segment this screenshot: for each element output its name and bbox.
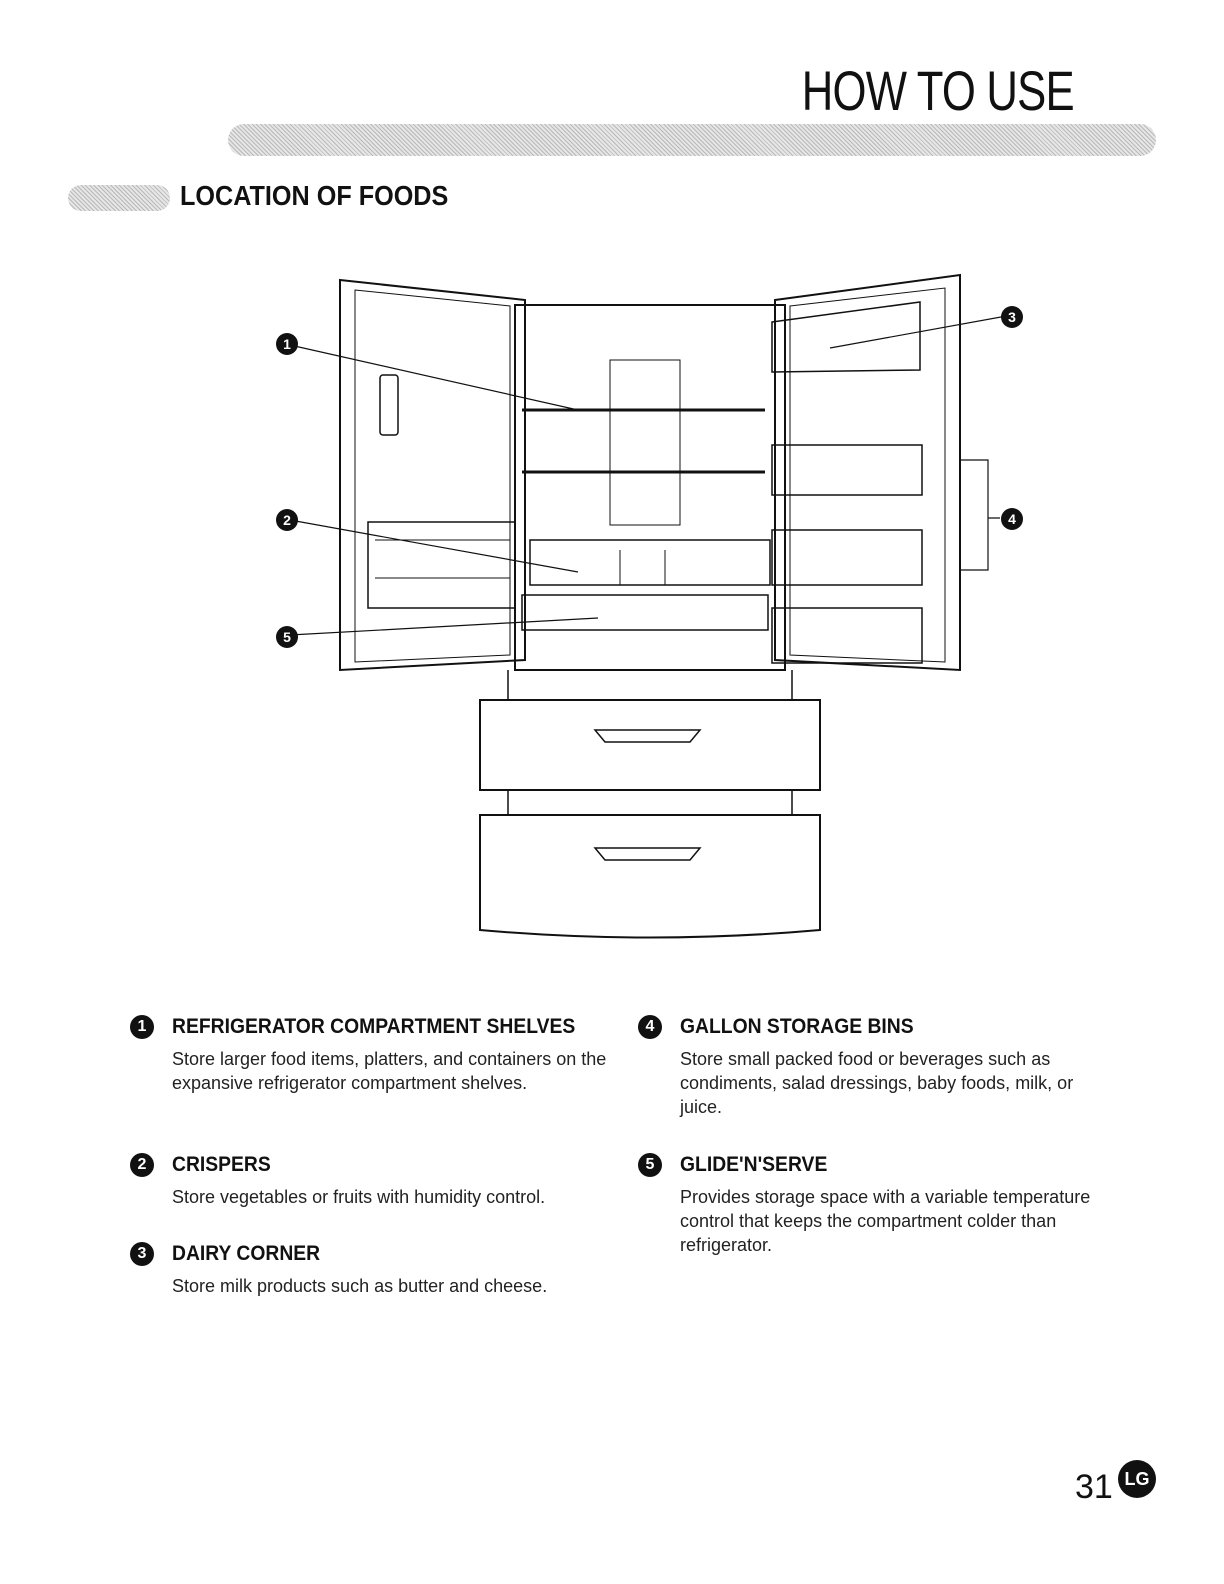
callout-2 [276, 509, 298, 531]
section-pill [68, 185, 170, 211]
svg-text:3: 3 [1008, 309, 1016, 325]
right-door [774, 273, 961, 672]
item-title: GALLON STORAGE BINS [680, 1015, 914, 1038]
item-description: Store vegetables or fruits with humidity… [172, 1187, 546, 1207]
svg-text:5: 5 [283, 629, 291, 645]
gallon-bin-1 [771, 444, 923, 496]
item-title: DAIRY CORNER [172, 1242, 321, 1265]
section-title: LOCATION OF FOODS [180, 180, 449, 211]
page-header-title: HOW TO USE [801, 59, 1075, 122]
cabinet-body [514, 304, 786, 671]
freezer-drawer-lower [479, 814, 821, 939]
glide-n-serve [521, 594, 769, 631]
freezer-drawer-upper [479, 699, 821, 791]
svg-text:1: 1 [283, 336, 291, 352]
callout-5 [276, 626, 298, 648]
item-number: 2 [130, 1153, 154, 1177]
dairy-corner [771, 301, 921, 373]
gallon-bin-2 [771, 529, 923, 586]
item-description: Store milk products such as butter and c… [172, 1276, 548, 1296]
item-number: 5 [638, 1153, 662, 1177]
crisper-drawer [529, 539, 771, 586]
callout-1 [276, 333, 298, 355]
svg-text:2: 2 [283, 512, 291, 528]
page-number: 31 [1075, 1468, 1113, 1506]
callout-4 [1001, 508, 1023, 530]
item-number: 3 [130, 1242, 154, 1266]
item-description: Provides storage space with a variable t… [680, 1187, 1091, 1255]
lg-logo-icon: LG [1118, 1460, 1156, 1498]
item-description: Store larger food items, platters, and c… [172, 1049, 607, 1093]
item-title: REFRIGERATOR COMPARTMENT SHELVES [172, 1015, 576, 1038]
callout-3 [1001, 306, 1023, 328]
refrigerator-diagram: 1 2 5 3 4 [276, 273, 1023, 939]
item-description: Store small packed food or beverages suc… [680, 1049, 1074, 1117]
left-door [339, 278, 526, 672]
gallon-bin-3 [771, 607, 923, 664]
item-number: 1 [130, 1015, 154, 1039]
header-bar [228, 124, 1156, 156]
svg-text:4: 4 [1008, 511, 1016, 527]
item-number: 4 [638, 1015, 662, 1039]
item-title: GLIDE'N'SERVE [680, 1153, 828, 1176]
item-title: CRISPERS [172, 1153, 271, 1176]
